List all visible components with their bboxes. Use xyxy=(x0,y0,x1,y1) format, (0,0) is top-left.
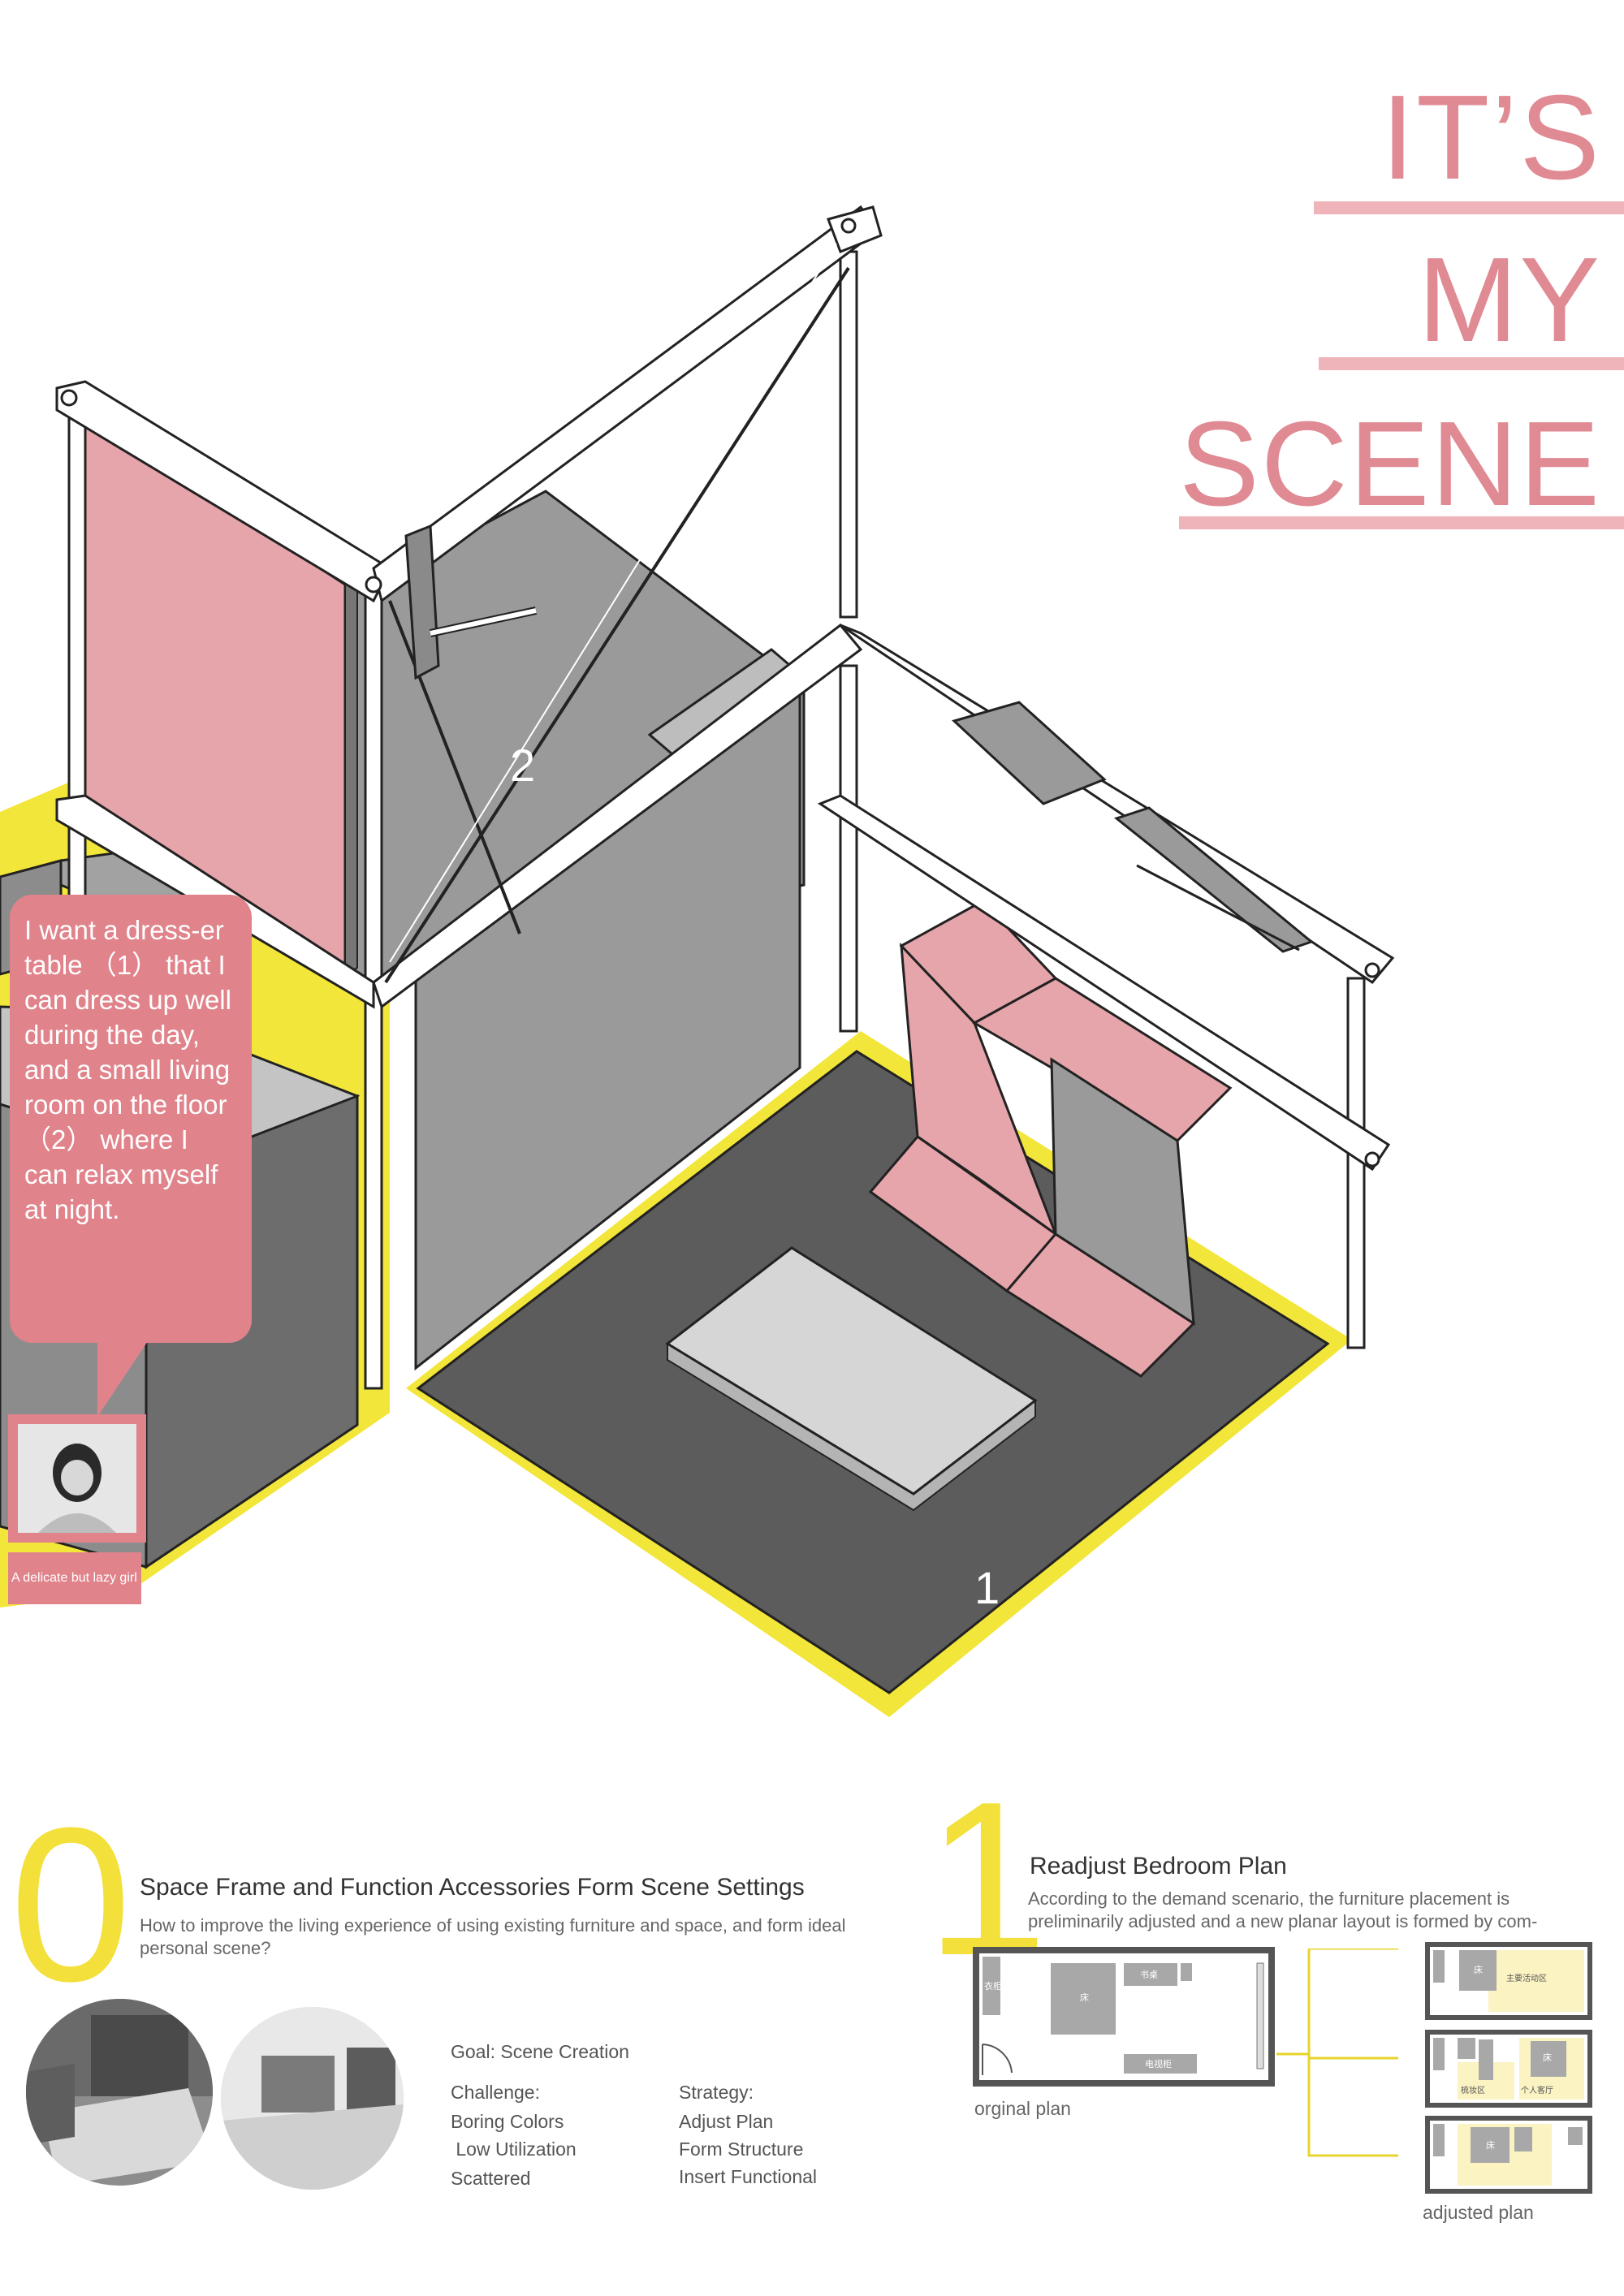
challenge-item-1: Boring Colors xyxy=(451,2111,564,2132)
persona-caption: A delicate but lazy girl xyxy=(8,1552,141,1604)
adj1-main-label: 主要活动区 xyxy=(1506,1974,1547,1983)
section1-description: According to the demand scenario, the fu… xyxy=(1028,1888,1538,1931)
title-line-2: MY xyxy=(1418,233,1601,367)
original-plan-label: orginal plan xyxy=(974,2098,1071,2119)
speech-bubble-text: I want a dress-er table （1） that I can d… xyxy=(24,915,231,1224)
orig-desk-label: 书桌 xyxy=(1140,1970,1158,1980)
diagram-label-2: 2 xyxy=(510,740,535,791)
challenge-heading: Challenge: xyxy=(451,2082,540,2103)
rug-top xyxy=(665,1246,1038,1495)
mirror-bracket xyxy=(404,524,440,680)
old-furniture-photo-1 xyxy=(26,1999,213,2186)
plan-connector xyxy=(1276,1949,1398,2157)
isometric-scene: 2 1 xyxy=(0,205,1395,1717)
orig-wardrobe-label: 衣柜 xyxy=(984,1980,1002,1992)
original-plan: 衣柜 床 书桌 电视柜 xyxy=(973,1947,1275,2087)
strategy-item-1: Adjust Plan xyxy=(679,2111,774,2132)
old-furniture-photo-2 xyxy=(221,2007,404,2190)
challenge-item-2: Low Utilization xyxy=(451,2138,577,2160)
adj3-bed-label: 床 xyxy=(1486,2139,1495,2151)
title-line-1: IT’S xyxy=(1380,71,1601,205)
adjusted-plan-label: adjusted plan xyxy=(1423,2202,1534,2223)
section0-description: How to improve the living experience of … xyxy=(140,1915,846,1958)
adjusted-plan-1: 床 主要活动区 xyxy=(1425,1942,1592,2020)
goal-label: Goal: Scene Creation xyxy=(451,2041,629,2062)
brace-2 xyxy=(388,600,521,934)
persona-photo xyxy=(18,1424,136,1533)
adjusted-plan-3: 床 xyxy=(1425,2116,1592,2194)
speech-bubble-tail xyxy=(97,1331,154,1417)
orig-bed-label: 床 xyxy=(1080,1992,1089,2003)
strategy-item-3: Insert Functional xyxy=(679,2166,818,2187)
title-underline-3 xyxy=(1179,516,1624,529)
speech-bubble: I want a dress-er table （1） that I can d… xyxy=(10,895,252,1343)
brace-3 xyxy=(389,243,837,963)
rail-box-1 xyxy=(952,701,1107,805)
section0-number: 0 xyxy=(10,1783,132,2027)
adj2-living-label: 个人客厅 xyxy=(1521,2085,1553,2095)
brace-1 xyxy=(384,266,850,984)
rail-rod xyxy=(1136,864,1300,952)
title-line-3: SCENE xyxy=(1179,397,1601,531)
section0-title: Space Frame and Function Accessories For… xyxy=(140,1874,805,1901)
adj2-dresser-label: 梳妆区 xyxy=(1461,2085,1485,2095)
adjusted-plan-2: 床 梳妆区 个人客厅 xyxy=(1425,2030,1592,2108)
section1-title: Readjust Bedroom Plan xyxy=(1030,1853,1287,1880)
chair-gray-side xyxy=(1050,1057,1195,1326)
orig-tv-label: 电视柜 xyxy=(1145,2058,1172,2069)
strategy-heading: Strategy: xyxy=(679,2082,754,2103)
persona-photo-frame xyxy=(8,1414,146,1543)
title-underline-2 xyxy=(1319,357,1624,370)
dresser-panel-edge xyxy=(344,576,358,976)
strategy-item-2: Form Structure xyxy=(679,2138,804,2160)
adj1-bed-label: 床 xyxy=(1474,1964,1483,1975)
title-underline-1 xyxy=(1314,201,1624,214)
diagram-label-1: 1 xyxy=(974,1562,1000,1613)
mirror-rod-inner xyxy=(430,608,537,636)
adj2-bed-label: 床 xyxy=(1543,2052,1552,2063)
space-frame xyxy=(55,205,1395,1390)
challenge-item-3: Scattered xyxy=(451,2168,531,2189)
rail-box-2 xyxy=(1113,806,1315,953)
